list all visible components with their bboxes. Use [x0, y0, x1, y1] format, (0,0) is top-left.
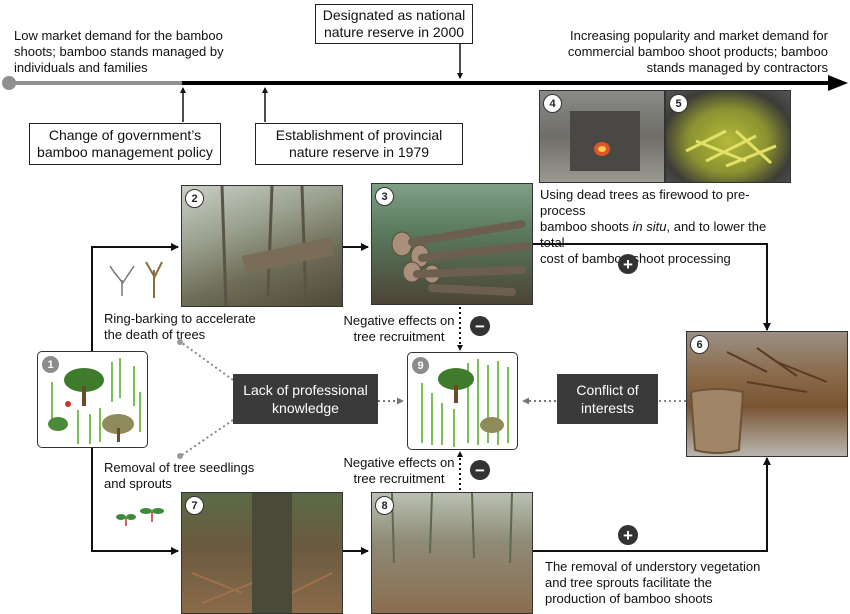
- understory-caption: The removal of understory vegetation and…: [545, 559, 761, 606]
- firewood-caption-italic: in situ: [632, 219, 667, 234]
- firewood-caption-line1: Using dead trees as firewood to pre-proc…: [540, 187, 750, 218]
- event-national-reserve: Designated as national nature reserve in…: [315, 4, 473, 44]
- lack-to-ringbarking: [181, 342, 234, 381]
- bamboo-shoots-boiling-photo: [685, 129, 777, 168]
- panel-number-badge: 6: [690, 335, 709, 354]
- bamboo-dominated-forest-illustration: [421, 359, 509, 447]
- panel-number-badge: 2: [185, 189, 204, 208]
- panel-9-illustration: 9: [407, 352, 518, 450]
- panel-4-photo: 4: [539, 90, 665, 183]
- negative-effects-top-caption: Negative effects on tree recruitment: [343, 313, 455, 344]
- firewood-caption-line2-post: , and to lower the total: [540, 219, 767, 250]
- flow-3-to-6: [533, 243, 771, 331]
- panel-5-photo: 5: [665, 90, 791, 183]
- plus-sign-top: +: [618, 254, 638, 274]
- tree-base-cleared-photo: [191, 493, 333, 613]
- ring-barked-trees-photo: [220, 186, 334, 306]
- plus-sign-bottom: +: [618, 525, 638, 545]
- event-provincial-reserve: Establishment of provincial nature reser…: [255, 123, 463, 165]
- flow-1-to-2: [91, 243, 179, 352]
- event-policy-change: Change of government’s bamboo management…: [29, 123, 221, 165]
- panel-3-photo: 3: [371, 183, 533, 305]
- lack-of-knowledge-box: Lack of professional knowledge: [233, 374, 378, 424]
- conflict-of-interests-box: Conflict of interests: [557, 374, 658, 424]
- panel-7-photo: 7: [181, 492, 343, 614]
- minus-sign-top: −: [470, 316, 490, 336]
- mixed-forest-illustration: [48, 358, 141, 444]
- panel-number-badge: 9: [411, 356, 430, 375]
- panel-number-badge: 7: [185, 496, 204, 515]
- panel-8-photo: 8: [371, 492, 533, 614]
- flow-8-to-6: [533, 457, 771, 552]
- lack-to-removal: [181, 419, 234, 456]
- negative-effects-bottom-caption: Negative effects on tree recruitment: [343, 455, 455, 486]
- panel-6-photo: 6: [686, 331, 848, 457]
- panel-number-badge: 4: [543, 94, 562, 113]
- firewood-caption: Using dead trees as firewood to pre-proc…: [540, 187, 790, 267]
- stove-fire-photo: [570, 111, 640, 171]
- panel-number-badge: 3: [375, 187, 394, 206]
- panel-number-badge: 8: [375, 496, 394, 515]
- panel-number-badge: 5: [669, 94, 688, 113]
- cleared-understory-photo: [391, 493, 513, 564]
- dried-bamboo-shoots-basket-photo: [689, 347, 828, 454]
- flow-1-to-7: [91, 448, 179, 555]
- firewood-caption-line3: cost of bamboo shoot processing: [540, 251, 731, 266]
- panel-1-illustration: 1: [37, 351, 148, 448]
- timeline-right-text: Increasing popularity and market demand …: [567, 28, 828, 75]
- minus-sign-bottom: −: [470, 460, 490, 480]
- timeline-bar: [2, 75, 848, 91]
- firewood-caption-line2: bamboo shoots in situ, and to lower the …: [540, 219, 790, 251]
- removal-seedlings-caption: Removal of tree seedlings and sprouts: [104, 460, 255, 491]
- timeline-left-text: Low market demand for the bamboo shoots;…: [14, 28, 224, 75]
- panel-2-photo: 2: [181, 185, 343, 307]
- firewood-caption-line2-pre: bamboo shoots: [540, 219, 633, 234]
- firewood-pile-photo: [391, 220, 531, 296]
- ring-barking-caption: Ring-barking to accelerate the death of …: [104, 311, 256, 342]
- panel-number-badge: 1: [41, 355, 60, 374]
